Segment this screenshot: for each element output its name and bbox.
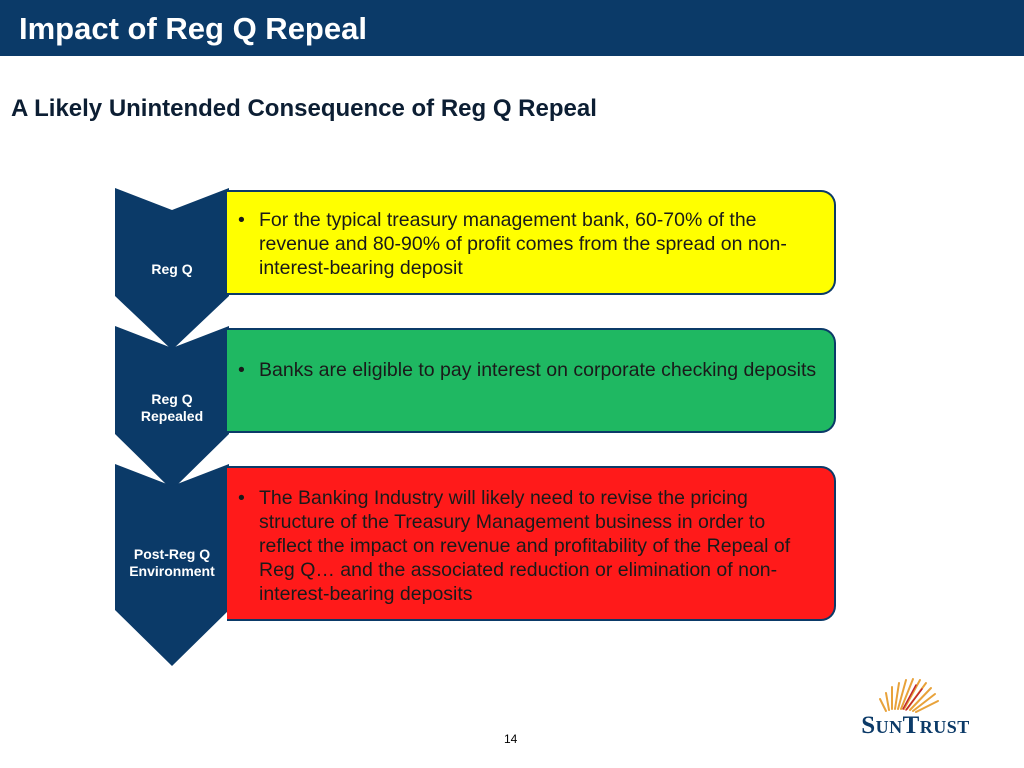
bullet-text: The Banking Industry will likely need to… [259,487,791,605]
bullet-item: •Banks are eligible to pay interest on c… [238,359,817,381]
stage-chevron-reg-q: Reg Q [115,188,229,350]
stage-box-reg-q: •For the typical treasury management ban… [227,190,836,295]
title-bar: Impact of Reg Q Repeal [0,0,1024,56]
page-title: Impact of Reg Q Repeal [19,11,367,46]
bullet-list: •Banks are eligible to pay interest on c… [237,358,822,382]
stage-label-line: Repealed [140,408,204,424]
bullet-list: •For the typical treasury management ban… [237,208,822,280]
stage-box-reg-q-repealed: •Banks are eligible to pay interest on c… [227,328,836,433]
bullet-text: Banks are eligible to pay interest on co… [259,359,817,381]
bullet-item: •For the typical treasury management ban… [238,209,787,279]
bullet-item: •The Banking Industry will likely need t… [238,487,791,605]
stage-box-post-reg-q: •The Banking Industry will likely need t… [227,466,836,621]
bullet-list: •The Banking Industry will likely need t… [237,486,822,606]
stage-chevron-post-reg-q: Post-Reg Q Environment [115,464,229,666]
bullet-text: For the typical treasury management bank… [259,209,787,279]
stage-label-line: Reg Q [151,261,193,277]
suntrust-logo: SUNTRUST [861,712,970,739]
stage-label-line: Reg Q [151,391,193,407]
stage-label-line: Environment [129,563,215,579]
page-subtitle: A Likely Unintended Consequence of Reg Q… [11,95,597,122]
stage-label-line: Post-Reg Q [133,546,211,562]
sunburst-icon [879,678,939,713]
page-number: 14 [504,732,518,746]
stage-chevron-reg-q-repealed: Reg Q Repealed [115,326,229,490]
